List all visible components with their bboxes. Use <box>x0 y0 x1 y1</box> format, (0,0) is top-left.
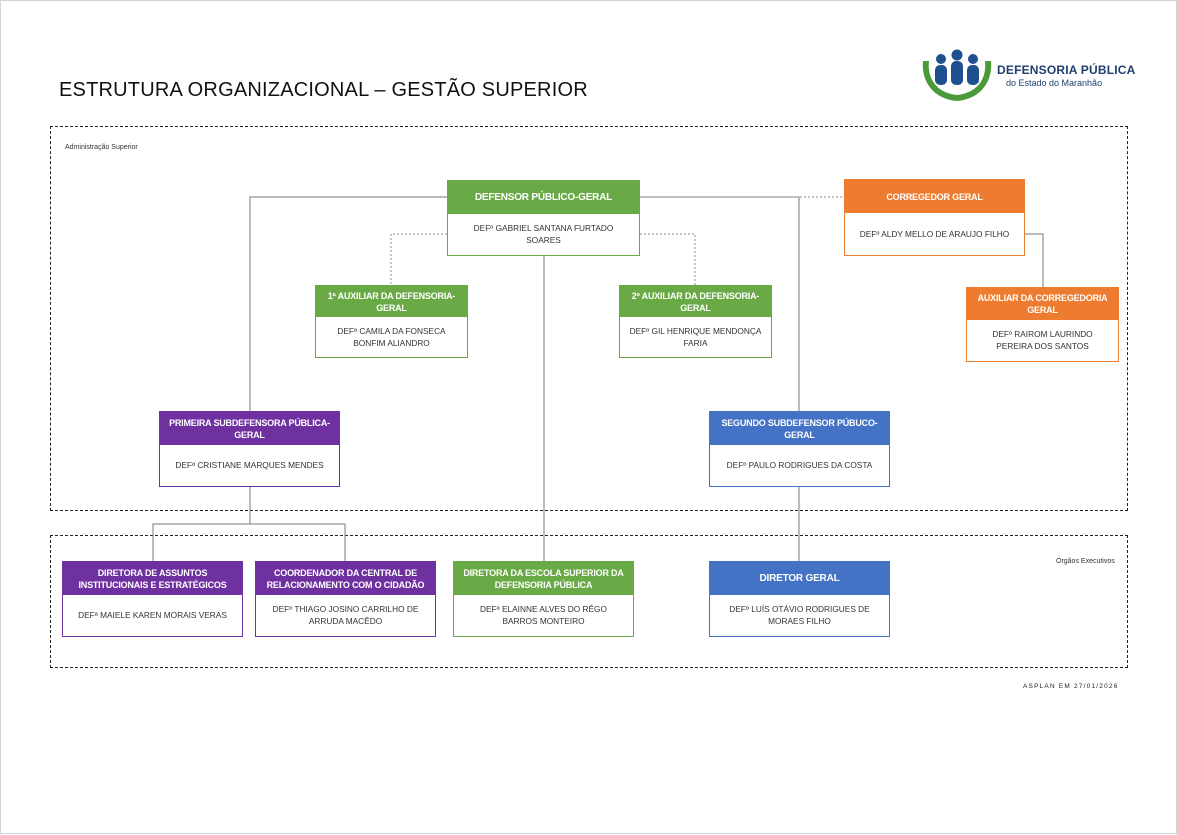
footer-stamp: ASPLAN EM 27/01/2026 <box>1023 683 1119 690</box>
logo-name: DEFENSORIA PÚBLICA <box>997 63 1136 77</box>
node-person: DEFº RAIROM LAURINDO PEREIRA DOS SANTOS <box>992 329 1093 351</box>
node-defensor-publico-geral: DEFENSOR PÚBLICO-GERAL DEFº GABRIEL SANT… <box>447 180 640 256</box>
region-label-lower: Órgãos Executivos <box>1056 558 1115 565</box>
logo-icon <box>922 49 992 101</box>
node-person: DEFª CAMILA DA FONSECA BONFIM ALIANDRO <box>337 325 446 348</box>
node-1a-auxiliar-defensoria-geral: 1ª AUXILIAR DA DEFENSORIA-GERAL DEFª CAM… <box>315 285 468 358</box>
node-segundo-subdefensor: SEGUNDO SUBDEFENSOR PÚBUCO-GERAL DEFº PA… <box>709 411 890 487</box>
node-title: DIRETOR GERAL <box>710 562 889 595</box>
node-corregedor-geral: CORREGEDOR GERAL DEFº ALDY MELLO DE ARAU… <box>844 179 1025 256</box>
node-diretora-assuntos-institucionais: DIRETORA DE ASSUNTOS INSTITUCIONAIS E ES… <box>62 561 243 637</box>
node-title: COORDENADOR DA CENTRAL DE RELACIONAMENTO… <box>256 562 435 595</box>
node-person: DEFº ALDY MELLO DE ARAUJO FILHO <box>859 228 1010 239</box>
node-title: SEGUNDO SUBDEFENSOR PÚBUCO-GERAL <box>710 412 889 445</box>
node-2o-auxiliar-defensoria-geral: 2º AUXILIAR DA DEFENSORIA-GERAL DEFº GIL… <box>619 285 772 358</box>
node-person: DEFº GABRIEL SANTANA FURTADO SOARES <box>473 223 614 245</box>
node-person: DEFª ELAINNE ALVES DO RÊGO BARROS MONTEI… <box>480 604 607 626</box>
node-title: AUXILIAR DA CORREGEDORIA GERAL <box>967 288 1118 320</box>
node-title: DIRETORA DE ASSUNTOS INSTITUCIONAIS E ES… <box>63 562 242 595</box>
node-person: DEFº THIAGO JOSINO CARRILHO DE ARRUDA MA… <box>272 604 419 626</box>
node-title: CORREGEDOR GERAL <box>845 180 1024 213</box>
node-person: DEFª MAIELE KAREN MORAIS VERAS <box>78 610 227 620</box>
region-orgaos-executivos <box>50 535 1128 668</box>
node-person: DEFº GIL HENRIQUE MENDONÇA FARIA <box>629 325 762 348</box>
node-title: 2º AUXILIAR DA DEFENSORIA-GERAL <box>620 286 771 317</box>
node-diretor-geral: DIRETOR GERAL DEFº LUÍS OTÁVIO RODRIGUES… <box>709 561 890 637</box>
node-person: DEFª CRISTIANE MARQUES MENDES <box>175 460 324 470</box>
node-title: 1ª AUXILIAR DA DEFENSORIA-GERAL <box>316 286 467 317</box>
node-title: DEFENSOR PÚBLICO-GERAL <box>448 181 639 214</box>
region-label-upper: Administração Superior <box>65 144 138 151</box>
node-diretora-escola-superior: DIRETORA DA ESCOLA SUPERIOR DA DEFENSORI… <box>453 561 634 637</box>
node-coordenador-central-relacionamento: COORDENADOR DA CENTRAL DE RELACIONAMENTO… <box>255 561 436 637</box>
logo-subtitle: do Estado do Maranhão <box>1006 78 1103 88</box>
node-primeira-subdefensora: PRIMEIRA SUBDEFENSORA PÚBLICA-GERAL DEFª… <box>159 411 340 487</box>
node-person: DEFº PAULO RODRIGUES DA COSTA <box>726 460 873 470</box>
node-title: PRIMEIRA SUBDEFENSORA PÚBLICA-GERAL <box>160 412 339 445</box>
page-title: ESTRUTURA ORGANIZACIONAL – GESTÃO SUPERI… <box>59 79 588 101</box>
node-person: DEFº LUÍS OTÁVIO RODRIGUES DE MORAES FIL… <box>729 604 870 626</box>
node-auxiliar-corregedoria-geral: AUXILIAR DA CORREGEDORIA GERAL DEFº RAIR… <box>966 287 1119 362</box>
node-title: DIRETORA DA ESCOLA SUPERIOR DA DEFENSORI… <box>454 562 633 595</box>
region-administracao-superior <box>50 126 1128 511</box>
